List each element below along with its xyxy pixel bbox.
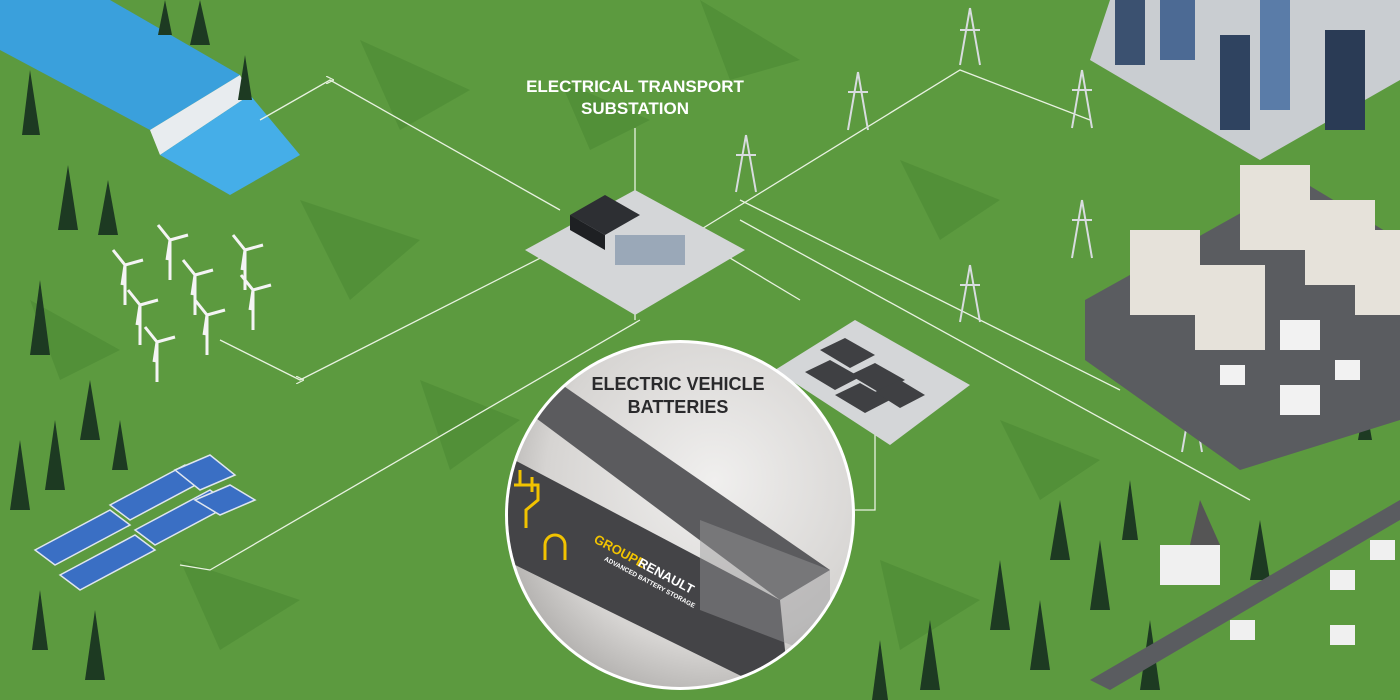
forest	[10, 0, 1372, 700]
substation-label-line2: SUBSTATION	[581, 99, 689, 118]
wind-farm	[111, 224, 272, 382]
solar-farm	[33, 454, 257, 591]
battery-magnifier: GROUPE RENAULT ADVANCED BATTERY STORAGE …	[505, 340, 855, 690]
power-flow-lines	[179, 69, 1251, 571]
village	[1090, 500, 1400, 690]
battery-yard	[775, 320, 970, 445]
plug-icon	[514, 470, 540, 528]
batteries-label-line1: ELECTRIC VEHICLE	[591, 374, 764, 394]
container-side	[508, 455, 790, 687]
city	[1085, 0, 1400, 470]
batteries-label-line2: BATTERIES	[628, 397, 729, 417]
substation	[525, 190, 745, 315]
substation-label-line1: ELECTRICAL TRANSPORT	[526, 77, 744, 96]
container-roof	[508, 380, 830, 600]
arch-icon	[543, 533, 567, 560]
terrain-facets	[30, 0, 1100, 650]
hydro-dam	[0, 0, 300, 195]
